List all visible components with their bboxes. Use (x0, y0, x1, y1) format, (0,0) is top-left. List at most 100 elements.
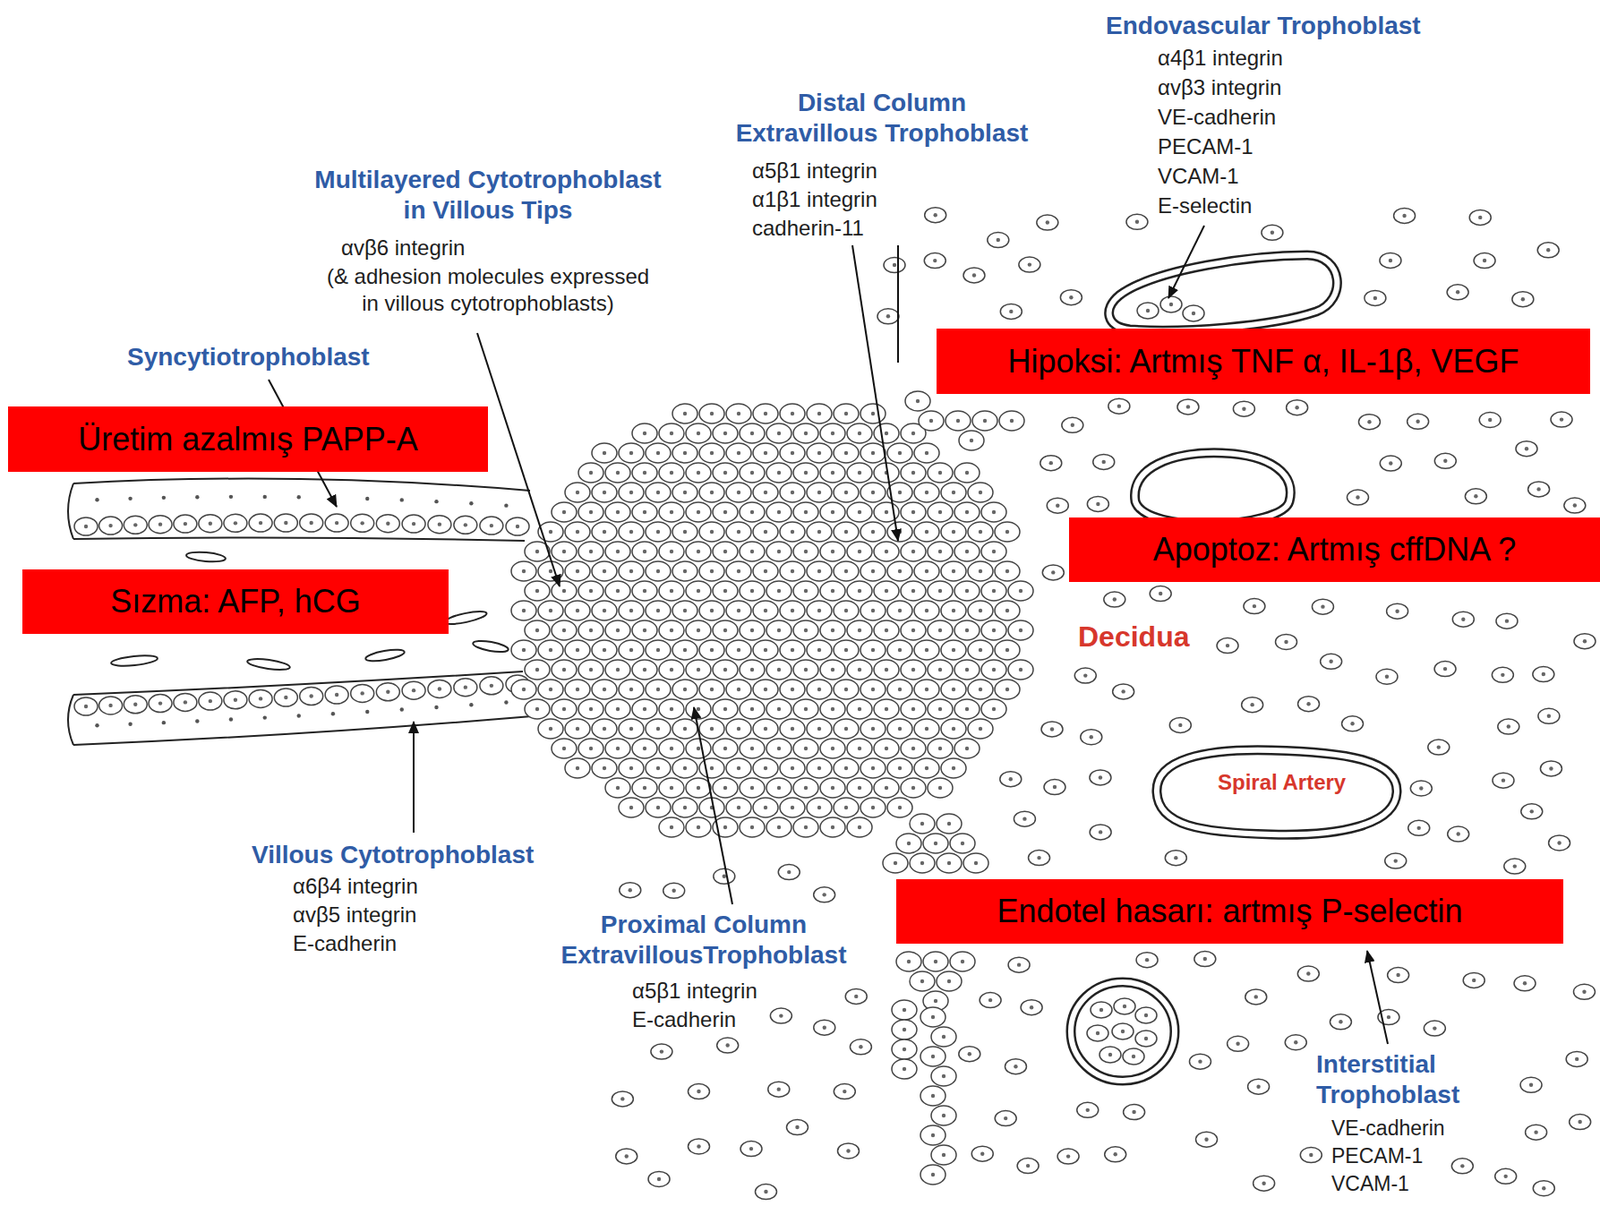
cell-nucleus (1146, 308, 1150, 313)
column-trophoblast-cell (672, 521, 698, 542)
marker-list-item: VCAM-1 (1155, 162, 1241, 190)
column-trophoblast-cell (739, 581, 765, 601)
cell-nucleus (1385, 675, 1389, 679)
cell-nucleus (884, 786, 889, 790)
endovascular-trophoblast-cell (1090, 1001, 1113, 1019)
column-trophoblast-cell (685, 502, 711, 522)
cell-nucleus (723, 431, 728, 436)
cell-nucleus (992, 667, 996, 672)
column-trophoblast-cell (914, 521, 940, 542)
decidual-cell (924, 207, 947, 223)
decidual-cell (1164, 850, 1187, 866)
decidual-cell (1394, 207, 1416, 223)
column-trophoblast-cell (941, 482, 967, 503)
column-trophoblast-cell (900, 699, 926, 719)
cell-nucleus (978, 687, 983, 692)
column-trophoblast-cell (873, 659, 899, 680)
cell-nucleus (183, 700, 188, 704)
cell-nucleus (844, 569, 848, 574)
column-trophoblast-cell (578, 659, 604, 680)
decidual-cell (1253, 1175, 1275, 1191)
cell-nucleus (844, 451, 848, 455)
column-trophoblast-cell (833, 482, 859, 503)
decidual-cell (1428, 739, 1450, 755)
column-trophoblast-cell (909, 853, 935, 873)
cell-nucleus (642, 667, 647, 672)
cell-nucleus (1254, 994, 1258, 999)
cell-nucleus (1066, 1154, 1070, 1158)
cell-nucleus (898, 648, 902, 652)
cell-nucleus (790, 805, 795, 810)
column-trophoblast-cell (645, 600, 671, 621)
cell-nucleus (589, 549, 593, 554)
cell-nucleus (1095, 1031, 1100, 1036)
column-trophoblast-cell (806, 718, 832, 739)
cell-nucleus (941, 1113, 946, 1118)
decidual-cell (958, 1046, 981, 1062)
cell-nucleus (817, 411, 822, 416)
cell-nucleus (1456, 831, 1461, 836)
column-trophoblast-cell (847, 423, 873, 444)
marker-list-item: αvβ5 integrin (290, 901, 419, 929)
column-trophoblast-cell (887, 443, 913, 463)
cell-nucleus (1546, 248, 1550, 252)
cell-nucleus (763, 1189, 768, 1194)
leader-arrow (477, 333, 560, 587)
cell-nucleus (683, 569, 687, 574)
cell-nucleus (84, 524, 88, 529)
column-trophoblast-cell (820, 502, 846, 522)
column-trophoblast-cell (779, 640, 805, 660)
cell-nucleus (683, 805, 687, 810)
column-trophoblast-cell (887, 600, 913, 621)
cell-nucleus (723, 549, 728, 554)
stromal-cell (471, 639, 509, 655)
cell-nucleus (521, 687, 526, 692)
decidual-cell (1018, 256, 1041, 273)
trophoblast-cells (74, 296, 1205, 1185)
cell-nucleus (1577, 1120, 1582, 1124)
column-trophoblast-cell (820, 699, 846, 719)
column-trophoblast-cell (793, 699, 819, 719)
column-trophoblast-cell (873, 423, 899, 444)
cell-nucleus (1557, 840, 1561, 845)
decidual-cell (845, 988, 867, 1004)
villous-cytotrophoblast-cell (273, 688, 298, 707)
column-trophoblast-cell (578, 541, 604, 562)
heading-label: Endovascular Trophoblast (1103, 10, 1423, 42)
cell-nucleus (750, 667, 754, 672)
cell-nucleus (857, 628, 862, 633)
cell-nucleus (978, 569, 983, 574)
decidual-cell (1194, 951, 1216, 967)
cell-nucleus (1541, 1186, 1546, 1190)
column-trophoblast-cell (887, 561, 913, 582)
decidual-cell (1248, 1078, 1270, 1095)
column-trophoblast-cell (739, 738, 765, 759)
cell-nucleus (763, 687, 768, 692)
decidual-cell (1216, 638, 1239, 654)
column-trophoblast-cell (954, 659, 980, 680)
column-trophoblast-cell (927, 699, 953, 719)
column-trophoblast-cell (699, 600, 725, 621)
cell-nucleus (931, 1094, 935, 1098)
syncytial-nucleus (365, 710, 369, 714)
cell-nucleus (1022, 816, 1027, 821)
cell-nucleus (710, 569, 714, 574)
cell-nucleus (575, 687, 580, 692)
column-trophoblast-cell (779, 797, 805, 818)
cell-nucleus (871, 608, 875, 613)
cell-nucleus (1582, 990, 1586, 994)
decidual-cell (1364, 290, 1387, 306)
cell-nucleus (589, 470, 593, 475)
column-trophoblast-cell (820, 541, 846, 562)
column-trophoblast-cell (905, 391, 931, 411)
column-trophoblast-cell (712, 659, 738, 680)
cell-nucleus (898, 727, 902, 731)
cell-nucleus (790, 766, 795, 771)
column-trophoblast-cell (779, 600, 805, 621)
decidual-cell (877, 308, 899, 325)
heading-label: Multilayered Cytotrophoblast in Villous … (307, 164, 669, 226)
column-trophoblast-cell (645, 797, 671, 818)
column-trophoblast-cell (672, 758, 698, 779)
cell-nucleus (696, 786, 701, 790)
cell-nucleus (920, 861, 925, 865)
